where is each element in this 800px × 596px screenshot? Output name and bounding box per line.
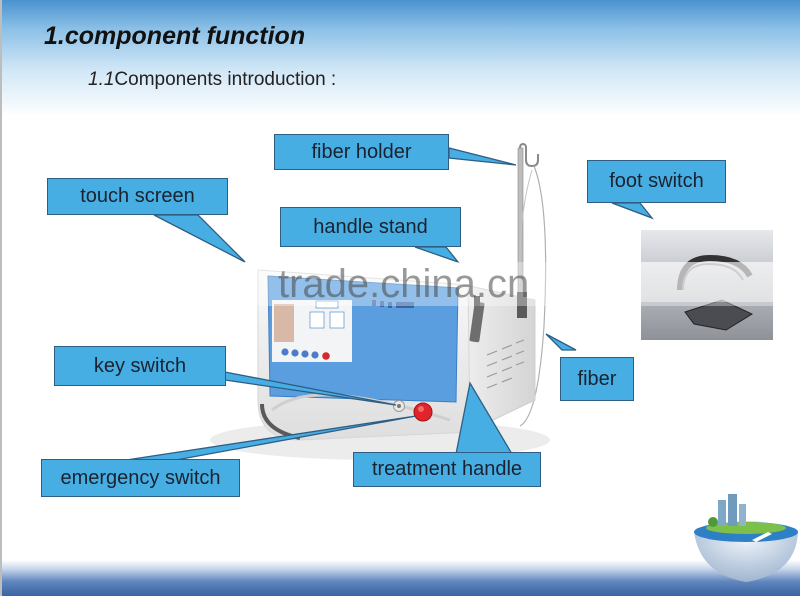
callout-treatment-handle: treatment handle	[353, 452, 541, 487]
slide-left-edge	[0, 0, 2, 596]
fiber-port	[517, 292, 527, 318]
tail-foot-switch	[611, 202, 654, 220]
callout-fiber: fiber	[560, 357, 634, 401]
callout-label: touch screen	[80, 185, 195, 207]
callout-fiber-holder: fiber holder	[274, 134, 449, 170]
subtitle-number: 1.1	[88, 69, 115, 90]
screen-stop-button	[322, 352, 330, 360]
tail-handle-stand	[414, 246, 460, 264]
face-image	[274, 304, 294, 342]
tail-fiber-holder	[448, 147, 517, 166]
screen-logo	[372, 300, 414, 308]
callout-key-switch: key switch	[54, 346, 226, 386]
watermark-text: trade.china.cn	[278, 262, 530, 306]
footer-gradient-band	[0, 560, 800, 596]
slide-subtitle: 1.1Components introduction :	[88, 69, 336, 91]
callout-label: fiber	[577, 367, 617, 390]
foot-switch-image	[641, 230, 773, 340]
tail-fiber	[545, 333, 577, 351]
slide-title: 1.component function	[44, 22, 306, 50]
header-gradient-band	[0, 0, 800, 115]
callout-label: key switch	[93, 354, 187, 377]
globe-city-illustration	[694, 494, 798, 582]
subtitle-text: Components introduction :	[114, 69, 337, 90]
callout-touch-screen: touch screen	[47, 178, 228, 215]
vent-slots	[486, 339, 525, 389]
treatment-handle-graphic	[469, 296, 485, 343]
tail-touch-screen	[153, 214, 246, 263]
watermark-band	[210, 262, 790, 306]
callout-label: handle stand	[313, 215, 428, 238]
callout-label: treatment handle	[371, 458, 523, 480]
callout-tails	[125, 147, 654, 461]
callout-label: foot switch	[609, 170, 704, 192]
screen-buttons	[281, 348, 319, 359]
callout-handle-stand: handle stand	[280, 207, 461, 247]
callout-label: emergency switch	[60, 466, 221, 489]
callout-label: fiber holder	[311, 140, 412, 163]
callout-foot-switch: foot switch	[587, 160, 726, 203]
emergency-button-graphic	[413, 402, 433, 422]
callout-emergency-switch: emergency switch	[41, 459, 240, 497]
